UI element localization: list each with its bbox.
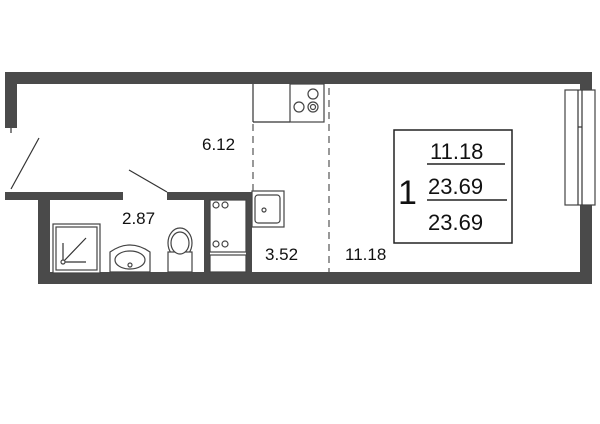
bathroom-door xyxy=(128,169,168,193)
area-summary-box: 1 11.18 23.69 23.69 xyxy=(393,129,513,244)
utility-closet xyxy=(209,199,247,273)
walls xyxy=(5,72,592,284)
shower-icon xyxy=(52,223,101,274)
hallway-area-label: 6.12 xyxy=(202,135,235,154)
toilet-icon xyxy=(167,227,193,273)
kitchen-area-label: 3.52 xyxy=(265,245,298,264)
stove-icon xyxy=(252,83,325,123)
living-area-label: 11.18 xyxy=(345,245,386,264)
bathroom-sink-icon xyxy=(109,244,151,273)
kitchen-sink-icon xyxy=(251,190,285,228)
summary-total-area: 23.69 xyxy=(428,174,483,199)
bathroom-area-label: 2.87 xyxy=(122,209,155,228)
summary-living-area: 11.18 xyxy=(430,139,483,164)
summary-total-area-2: 23.69 xyxy=(428,210,483,235)
window-icon xyxy=(564,89,596,206)
rooms-count: 1 xyxy=(398,174,417,212)
entrance-door xyxy=(10,128,40,190)
